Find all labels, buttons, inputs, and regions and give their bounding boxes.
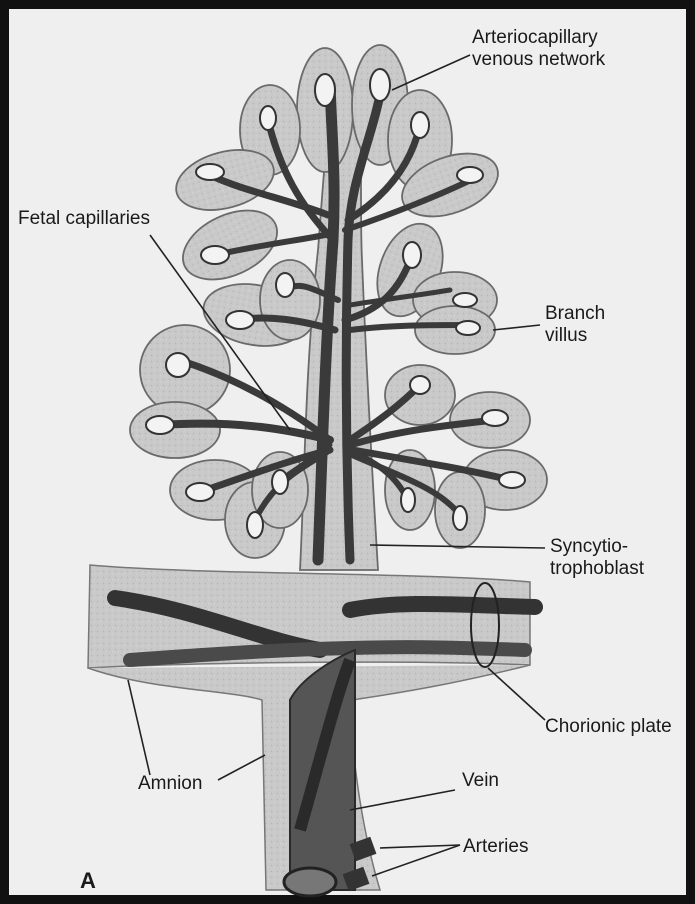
label-vein: Vein [462,770,499,792]
label-chorionic-plate: Chorionic plate [545,716,672,738]
label-arteriocapillary-network: Arteriocapillary venous network [472,27,605,71]
label-fetal-capillaries: Fetal capillaries [18,208,150,230]
label-amnion: Amnion [138,773,202,795]
panel-letter: A [80,870,96,892]
label-branch-villus: Branch villus [545,303,605,347]
label-arteries: Arteries [463,836,528,858]
label-syncytiotrophoblast: Syncytio- trophoblast [550,536,644,580]
